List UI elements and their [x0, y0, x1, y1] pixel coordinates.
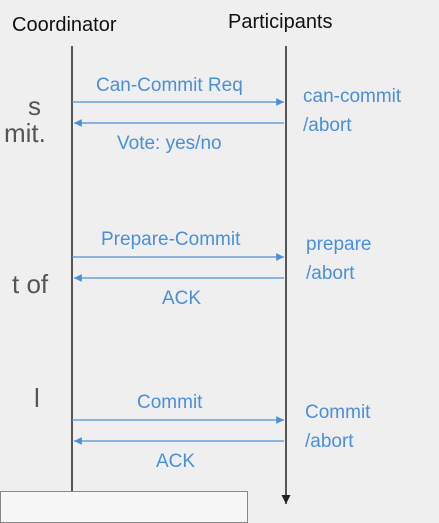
- participant-state-abort: /abort: [303, 115, 352, 136]
- participant-state-abort: /abort: [305, 431, 354, 452]
- participants-header: Participants: [228, 11, 333, 33]
- bottom-text-box: [0, 491, 248, 523]
- commit-ack-label: ACK: [156, 451, 196, 472]
- participant-state-can-commit: can-commit: [303, 86, 402, 107]
- commit-request-label: Commit: [137, 392, 203, 413]
- participant-state-prepare: prepare: [306, 234, 372, 255]
- participant-state-abort: /abort: [306, 263, 355, 284]
- coordinator-header: Coordinator: [12, 14, 117, 36]
- vote-response-label: Vote: yes/no: [117, 133, 222, 154]
- background-text-fragment: l: [34, 383, 40, 413]
- three-phase-commit-diagram: Coordinator Participants s mit. t of l C…: [0, 11, 402, 523]
- prepare-commit-request-label: Prepare-Commit: [101, 229, 241, 250]
- participant-state-commit: Commit: [305, 402, 371, 423]
- background-text-fragment: s: [28, 91, 41, 121]
- prepare-ack-label: ACK: [162, 288, 202, 309]
- diagram-canvas: [67, 46, 291, 504]
- can-commit-request-label: Can-Commit Req: [96, 75, 243, 96]
- background-text-fragment: t of: [12, 269, 49, 299]
- background-text-fragment: mit.: [4, 118, 46, 148]
